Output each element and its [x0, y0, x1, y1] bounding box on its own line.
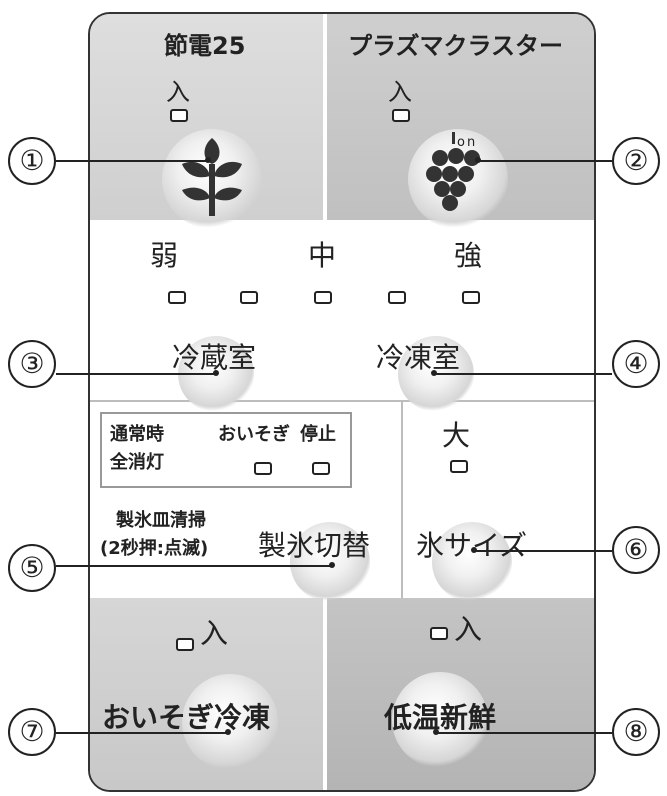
plasmacluster-button[interactable] — [408, 129, 508, 229]
ice-stop-indicator-led — [312, 462, 330, 475]
level-label-weak: 弱 — [150, 239, 179, 272]
refrigerator-button-label: 冷蔵室 — [172, 341, 257, 374]
callout-leader-dot — [471, 547, 477, 553]
callout-7: ⑦ — [8, 708, 56, 756]
control-panel: 節電25 入 プラズマクラスター 入 on 弱 中 強 冷蔵室 冷凍室 通常時 — [88, 12, 596, 792]
plasmacluster-on-text: on — [457, 135, 478, 150]
section-divider — [90, 400, 594, 402]
plasmacluster-label: プラズマクラスター — [348, 32, 564, 60]
callout-leader-line — [474, 550, 612, 552]
callout-3: ③ — [8, 340, 56, 388]
level-indicator-led — [462, 291, 480, 304]
quick-freeze-button[interactable] — [182, 674, 278, 770]
callout-leader-line — [478, 160, 612, 162]
setsuden-label: 節電25 — [164, 32, 246, 60]
box-label-normal: 通常時 — [110, 424, 164, 445]
setsuden-indicator-label: 入 — [166, 78, 190, 106]
callout-leader-dot — [433, 729, 439, 735]
low-temp-fresh-indicator-label: 入 — [454, 613, 483, 646]
callout-leader-dot — [225, 729, 231, 735]
setsuden-indicator-led — [170, 109, 188, 122]
ice-mode-button-label: 製氷切替 — [258, 529, 371, 562]
callout-5: ⑤ — [8, 544, 56, 592]
ice-size-indicator-led — [450, 460, 468, 473]
tray-clean-note: 製氷皿清掃 — [116, 510, 206, 531]
low-temp-fresh-indicator-led — [430, 627, 448, 640]
plasmacluster-indicator-label: 入 — [388, 78, 412, 106]
box-label-all-off: 全消灯 — [110, 452, 164, 473]
level-label-medium: 中 — [308, 239, 337, 272]
callout-leader-line — [56, 160, 208, 162]
section-divider — [401, 400, 403, 598]
freezer-button-label: 冷凍室 — [376, 341, 461, 374]
callout-leader-line — [56, 373, 216, 375]
quick-freeze-indicator-led — [176, 638, 194, 651]
callout-8: ⑧ — [612, 708, 660, 756]
level-indicator-led — [314, 291, 332, 304]
callout-leader-line — [434, 373, 612, 375]
grape-cluster-icon — [426, 132, 480, 211]
plasmacluster-indicator-led — [392, 109, 410, 122]
callout-6: ⑥ — [612, 526, 660, 574]
ice-quick-indicator-led — [254, 462, 272, 475]
level-indicator-led — [168, 291, 186, 304]
ice-size-button-label: 氷サイズ — [416, 529, 528, 562]
box-option-quick: おいそぎ — [218, 424, 290, 445]
quick-freeze-button-label: おいそぎ冷凍 — [102, 701, 271, 734]
callout-leader-dot — [329, 562, 335, 568]
callout-leader-dot — [205, 157, 211, 163]
callout-leader-line — [56, 565, 332, 567]
callout-leader-dot — [475, 157, 481, 163]
level-indicator-led — [388, 291, 406, 304]
ice-size-indicator-label: 大 — [442, 419, 471, 452]
ice-status-box — [100, 412, 352, 488]
callout-leader-dot — [213, 370, 219, 376]
callout-1: ① — [8, 137, 56, 185]
callout-leader-dot — [431, 370, 437, 376]
low-temp-fresh-button-label: 低温新鮮 — [384, 701, 497, 734]
leaf-icon — [182, 138, 242, 216]
quick-freeze-indicator-label: 入 — [200, 617, 229, 650]
low-temp-fresh-button[interactable] — [392, 672, 488, 768]
callout-leader-line — [436, 732, 612, 734]
callout-2: ② — [612, 137, 660, 185]
callout-leader-line — [56, 732, 228, 734]
level-indicator-led — [240, 291, 258, 304]
ice-size-button[interactable] — [432, 522, 512, 602]
callout-4: ④ — [612, 340, 660, 388]
level-label-strong: 強 — [454, 239, 483, 272]
tray-clean-note-hint: (2秒押:点滅) — [100, 538, 209, 559]
box-option-stop: 停止 — [300, 424, 336, 445]
